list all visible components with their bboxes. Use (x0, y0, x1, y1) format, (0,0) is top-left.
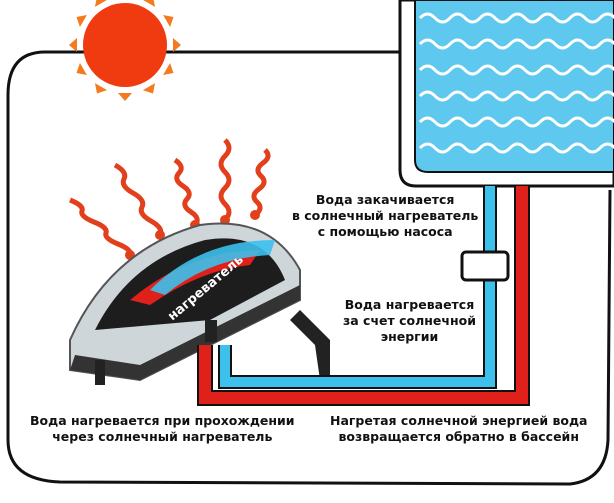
sun-ray (94, 0, 107, 7)
cold-water-pipe (218, 186, 497, 389)
sun-ray (76, 14, 87, 28)
wave (418, 12, 614, 24)
label-line: возвращается обратно в бассейн (338, 429, 579, 444)
heat-wave-arrows (69, 138, 271, 260)
wave (418, 38, 614, 50)
sun-ray (142, 83, 156, 94)
hot-water-pipe (197, 186, 530, 406)
sun-ray (143, 0, 156, 7)
outer-frame (6, 50, 612, 486)
sun-ray (173, 38, 181, 52)
heat-wave (173, 157, 200, 227)
label-line: Вода закачивается (315, 192, 455, 207)
sun-ray (76, 62, 87, 76)
label-line: с помощью насоса (317, 224, 453, 239)
label-through-heater: Вода нагревается при прохождении через с… (30, 413, 295, 445)
heat-wave-arrowhead (155, 230, 165, 240)
wave (418, 90, 614, 102)
wave (418, 142, 614, 154)
label-line: за счет солнечной (343, 313, 476, 328)
label-line: в солнечный нагреватель (292, 208, 479, 223)
sun-icon (69, 0, 181, 101)
heat-wave (69, 197, 133, 256)
label-line: Нагретая солнечной энергией вода (330, 413, 588, 428)
heat-wave (113, 162, 164, 237)
heat-wave (251, 148, 271, 218)
label-return: Нагретая солнечной энергией вода возвращ… (330, 413, 587, 445)
heat-wave (218, 138, 232, 222)
label-line: через солнечный нагреватель (52, 429, 273, 444)
heat-wave-arrowhead (250, 210, 260, 220)
label-solar-heating: Вода нагревается за счет солнечной энерг… (343, 297, 476, 345)
wave (418, 116, 614, 128)
label-line: Вода нагревается при прохождении (30, 413, 295, 428)
sun-ray (163, 14, 174, 28)
solar-heater: нагреватель (69, 222, 330, 385)
sun-ray (163, 62, 174, 76)
sun-ray (69, 38, 77, 52)
pump (460, 250, 510, 282)
label-line: Вода нагревается (344, 297, 475, 312)
label-pump-in: Вода закачивается в солнечный нагревател… (292, 192, 478, 240)
label-line: энергии (380, 329, 439, 344)
wave (418, 64, 614, 76)
sun-ray (118, 93, 132, 101)
pool (398, 0, 614, 188)
sun-ray (94, 83, 108, 94)
